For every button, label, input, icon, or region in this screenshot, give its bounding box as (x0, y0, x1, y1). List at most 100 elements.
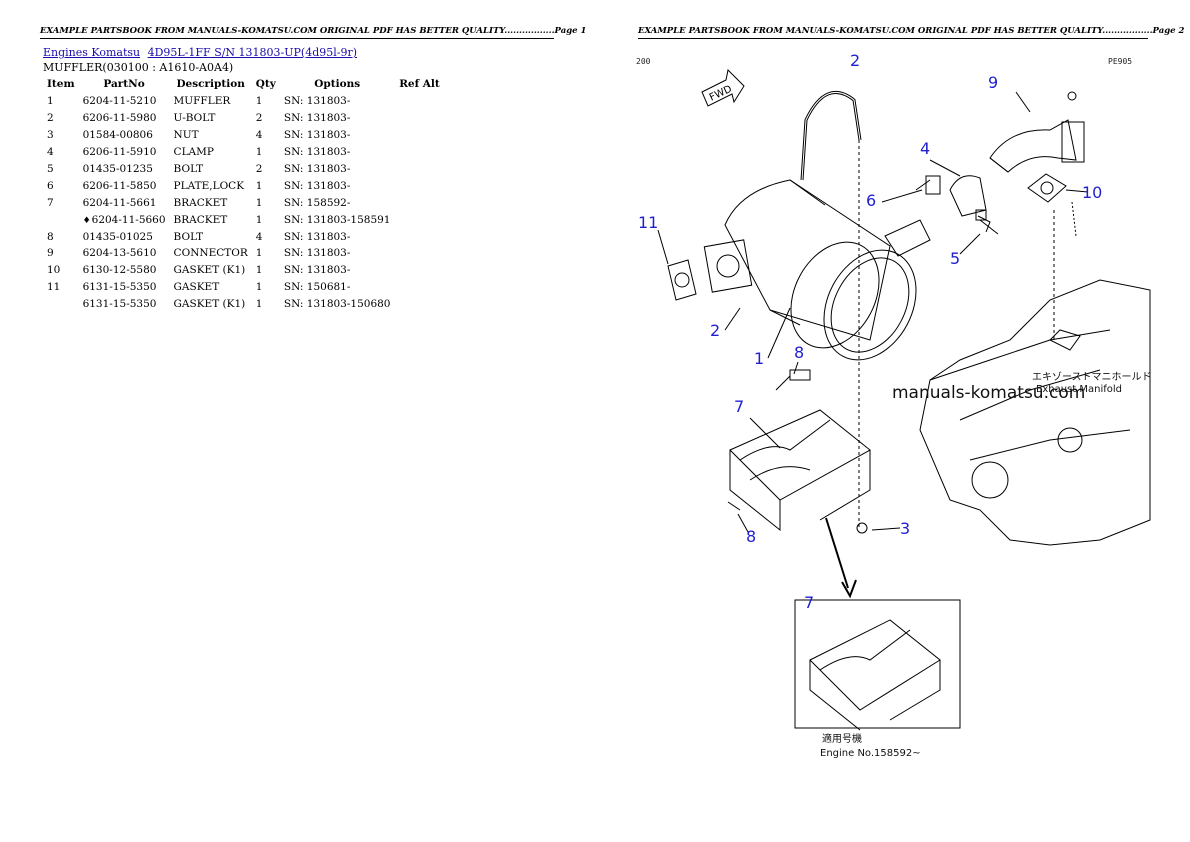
manifold-label: Exhaust Manifold (1036, 384, 1122, 395)
cell-description: GASKET (173, 281, 220, 294)
cell-qty: 4 (255, 230, 263, 243)
callout-7: 7 (734, 397, 744, 416)
cell-qty: 4 (255, 129, 263, 142)
table-header-row: Item PartNo Description Qty Options Ref … (43, 76, 445, 93)
cell-item: 9 (47, 247, 54, 260)
cell-description: GASKET (K1) (173, 264, 246, 277)
callout-7-detail: 7 (804, 593, 814, 612)
clamp-drawing (915, 175, 999, 235)
guide-lines (858, 140, 1055, 530)
callout-8-top: 8 (794, 343, 804, 362)
callout-8-bottom: 8 (746, 527, 756, 546)
cell-options: SN: 131803-158591 (283, 213, 391, 226)
cell-description: U-BOLT (173, 112, 216, 125)
bolt-drawing (975, 209, 991, 233)
breadcrumb-link-engines[interactable]: Engines Komatsu (43, 46, 141, 59)
diamond-icon: ♦ (82, 215, 91, 226)
cell-item: 4 (47, 146, 54, 159)
cell-partno: 6131-15-5350 (82, 281, 157, 294)
callout-10: 10 (1082, 183, 1102, 202)
cell-ref-alt (395, 228, 445, 245)
col-header-qty: Qty (255, 77, 276, 90)
cell-ref-alt (395, 110, 445, 127)
cell-item: 5 (47, 163, 54, 175)
cell-partno: 6206-11-5850 (82, 179, 157, 192)
callout-2-left: 2 (710, 321, 720, 340)
cell-item: 1 (47, 95, 54, 108)
cell-description: BOLT (173, 163, 204, 175)
cell-partno: 6130-12-5580 (82, 264, 157, 277)
cell-qty: 1 (255, 247, 263, 260)
cell-options: SN: 131803- (283, 95, 351, 108)
cell-item (43, 211, 79, 228)
cell-item: 7 (47, 196, 54, 209)
muffler-drawing (703, 179, 931, 361)
cell-item: 10 (47, 264, 61, 277)
cell-qty: 1 (255, 213, 263, 226)
exploded-parts-diagram: 200 PE905 FWD (636, 51, 1152, 759)
cell-options: SN: 131803-150680 (283, 298, 391, 311)
leader-lines (657, 91, 1089, 533)
cell-partno: 6204-11-5210 (82, 95, 157, 108)
cell-ref-alt (395, 296, 445, 313)
cell-description: BRACKET (173, 213, 228, 226)
cell-partno: 6206-11-5910 (82, 146, 157, 159)
fwd-arrow-icon: FWD (701, 68, 745, 107)
cell-partno: 6131-15-5350 (82, 298, 157, 311)
breadcrumb: Engines Komatsu 4D95L-1FF S/N 131803-UP(… (43, 46, 357, 59)
cell-ref-alt (395, 161, 445, 178)
cell-qty: 1 (255, 281, 263, 294)
u-bolt-drawing (800, 90, 862, 181)
cell-qty: 2 (255, 163, 263, 175)
cell-description: BOLT (173, 230, 204, 243)
cell-item (43, 296, 79, 313)
cell-options: SN: 131803- (283, 247, 351, 260)
cell-description: GASKET (K1) (173, 298, 246, 311)
cell-options: SN: 131803- (283, 179, 351, 192)
cell-partno-text: 6204-11-5660 (91, 213, 166, 226)
col-header-description: Description (176, 77, 245, 90)
cell-qty: 1 (255, 95, 263, 108)
breadcrumb-link-model[interactable]: 4D95L-1FF S/N 131803-UP(4d95l-9r) (147, 46, 358, 59)
detail-box (794, 599, 961, 731)
cell-partno: 6204-11-5661 (82, 196, 157, 209)
cell-options: SN: 131803- (283, 146, 351, 159)
cell-ref-alt (395, 245, 445, 262)
gasket-11-drawing (667, 259, 697, 301)
col-header-partno: PartNo (103, 77, 145, 90)
cell-partno: 01435-01025 (82, 230, 153, 243)
engine-no-label: Engine No.158592~ (820, 748, 921, 759)
cell-ref-alt (395, 144, 445, 161)
callout-5: 5 (950, 249, 960, 268)
cell-item: 2 (47, 112, 54, 125)
cell-description: NUT (173, 129, 199, 142)
cell-partno: ♦6204-11-5660 (79, 211, 170, 228)
parts-table: Item PartNo Description Qty Options Ref … (43, 76, 445, 313)
cell-ref-alt (395, 194, 445, 211)
cell-ref-alt (395, 127, 445, 144)
cell-ref-alt (395, 262, 445, 279)
manifold-label-jp: エキゾーストマニホールド (1032, 371, 1152, 383)
cell-qty: 1 (255, 196, 263, 209)
cell-qty: 2 (255, 112, 263, 125)
cell-options: SN: 131803- (283, 129, 351, 142)
cell-description: CONNECTOR (173, 247, 248, 260)
callout-1: 1 (754, 349, 764, 368)
cell-description: BRACKET (173, 196, 228, 209)
cell-options: SN: 131803- (283, 112, 351, 125)
cell-partno: 6206-11-5980 (82, 112, 157, 125)
cell-item: 6 (47, 179, 54, 192)
cell-options: SN: 131803- (283, 264, 351, 277)
bracket-drawing (727, 369, 871, 534)
cell-description: PLATE,LOCK (173, 179, 245, 192)
gasket-10-drawing (1027, 173, 1077, 237)
cell-options: SN: 131803- (283, 230, 351, 243)
section-title: MUFFLER(030100 : A1610-A0A4) (43, 61, 234, 74)
